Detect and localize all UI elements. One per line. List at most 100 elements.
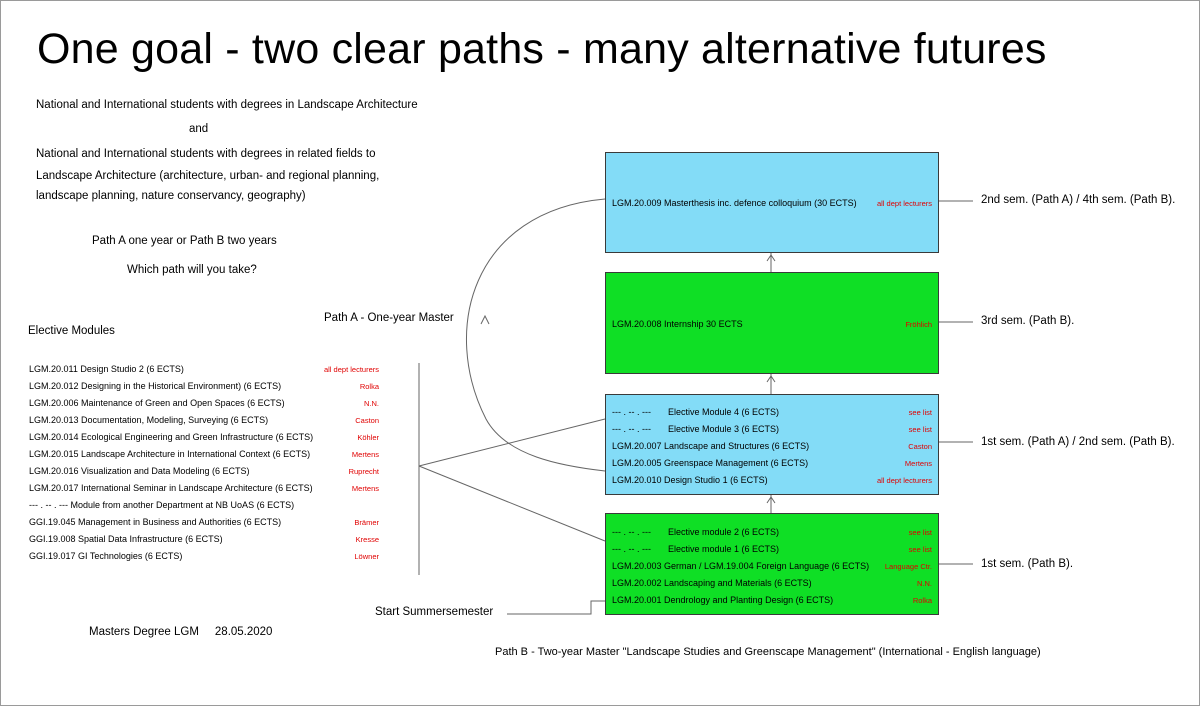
intro-paths: Path A one year or Path B two years xyxy=(92,235,277,247)
elective-lecturer: Mertens xyxy=(351,449,379,459)
sem1b-row: LGM.20.002 Landscaping and Materials (6 … xyxy=(612,575,932,591)
internship-lecturer: Fröhlich xyxy=(905,319,932,329)
sem1a-box: --- . -- . --- Elective Module 4 (6 ECTS)… xyxy=(605,394,939,495)
sem1a-semester: 1st sem. (Path A) / 2nd sem. (Path B). xyxy=(981,436,1175,448)
thesis-lecturer: all dept lecturers xyxy=(876,198,932,208)
internship-semester: 3rd sem. (Path B). xyxy=(981,315,1075,327)
intro-line-3: Landscape Architecture (architecture, ur… xyxy=(36,170,380,182)
elective-code: LGM.20.013 Documentation, Modeling, Surv… xyxy=(29,415,269,425)
internship-box: LGM.20.008 Internship 30 ECTS Fröhlich xyxy=(605,272,939,374)
sem1b-code: LGM.20.001 Dendrology and Planting Desig… xyxy=(612,595,834,605)
sem1a-lecturer: see list xyxy=(908,424,932,434)
sem1b-code: Elective module 1 (6 ECTS) xyxy=(668,544,780,554)
arrowhead-1b-1a xyxy=(766,496,776,504)
elective-item: LGM.20.015 Landscape Architecture in Int… xyxy=(29,446,379,462)
sem1b-row: --- . -- . --- Elective module 1 (6 ECTS)… xyxy=(612,541,932,557)
elective-lecturer: all dept lecturers xyxy=(323,364,379,374)
elective-item: GGI.19.008 Spatial Data Infrastructure (… xyxy=(29,531,379,547)
sem1a-lecturer: Mertens xyxy=(904,458,932,468)
internship-row: LGM.20.008 Internship 30 ECTS Fröhlich xyxy=(612,316,932,332)
sem1b-lecturer: N.N. xyxy=(917,578,932,588)
elective-item: LGM.20.011 Design Studio 2 (6 ECTS) all d… xyxy=(29,361,379,377)
elective-item: LGM.20.006 Maintenance of Green and Open… xyxy=(29,395,379,411)
start-connector xyxy=(507,600,605,615)
path-a-arc xyxy=(466,198,606,472)
thesis-box: LGM.20.009 Masterthesis inc. defence col… xyxy=(605,152,939,253)
sem1a-row: --- . -- . --- Elective Module 3 (6 ECTS)… xyxy=(612,421,932,437)
start-label: Start Summersemester xyxy=(375,606,494,618)
elective-lecturer: Ruprecht xyxy=(348,466,379,476)
sem1b-semester: 1st sem. (Path B). xyxy=(981,558,1074,570)
sem1b-box: --- . -- . --- Elective module 2 (6 ECTS)… xyxy=(605,513,939,615)
elective-item: LGM.20.016 Visualization and Data Modeli… xyxy=(29,463,379,479)
degree-label: Masters Degree LGM 28.05.2020 xyxy=(89,626,273,638)
sem1a-lecturer: all dept lecturers xyxy=(876,475,932,485)
page-title: One goal - two clear paths - many altern… xyxy=(37,25,1047,73)
internship-code: LGM.20.008 Internship 30 ECTS xyxy=(612,319,743,329)
elective-code: LGM.20.014 Ecological Engineering and Gr… xyxy=(29,432,314,442)
elective-code: LGM.20.015 Landscape Architecture in Int… xyxy=(29,449,311,459)
sem1b-row: LGM.20.003 German / LGM.19.004 Foreign L… xyxy=(612,558,932,574)
elective-code: --- . -- . --- Module from another Depar… xyxy=(29,500,295,510)
elective-lecturer: Mertens xyxy=(351,483,379,493)
sem1b-lecturer: see list xyxy=(908,544,932,554)
elective-lecturer: N.N. xyxy=(364,398,379,408)
arrowhead-int-thesis xyxy=(766,254,776,262)
elective-code: LGM.20.011 Design Studio 2 (6 ECTS) xyxy=(29,364,184,374)
sem1b-code: LGM.20.002 Landscaping and Materials (6 … xyxy=(612,578,812,588)
sem1a-code: LGM.20.007 Landscape and Structures (6 E… xyxy=(612,441,810,451)
elective-code: LGM.20.016 Visualization and Data Modeli… xyxy=(29,466,250,476)
sem1b-lecturer: Language Ctr. xyxy=(884,561,932,571)
sem1b-lecturer: Rolka xyxy=(912,595,932,605)
path-b-label: Path B - Two-year Master "Landscape Stud… xyxy=(495,646,1041,658)
sem1a-row: LGM.20.005 Greenspace Management (6 ECTS… xyxy=(612,455,932,471)
sem1b-row: --- . -- . --- Elective module 2 (6 ECTS)… xyxy=(612,524,932,540)
elective-lecturer: Kresse xyxy=(355,534,379,544)
sem1a-row: --- . -- . --- Elective Module 4 (6 ECTS)… xyxy=(612,404,932,420)
elective-item: LGM.20.014 Ecological Engineering and Gr… xyxy=(29,429,379,445)
intro-line-2: National and International students with… xyxy=(36,148,376,160)
sem1a-row: LGM.20.010 Design Studio 1 (6 ECTS) all d… xyxy=(612,472,932,488)
sem1a-code: LGM.20.005 Greenspace Management (6 ECTS… xyxy=(612,458,809,468)
elective-item: LGM.20.017 International Seminar in Land… xyxy=(29,480,379,496)
elective-code: GGI.19.008 Spatial Data Infrastructure (… xyxy=(29,534,223,544)
sem1a-dash: --- . -- . --- xyxy=(612,407,651,417)
sem1a-code: LGM.20.010 Design Studio 1 (6 ECTS) xyxy=(612,475,768,485)
elective-code: LGM.20.006 Maintenance of Green and Open… xyxy=(29,398,285,408)
elective-link-a xyxy=(418,418,606,467)
elective-item: LGM.20.012 Designing in the Historical E… xyxy=(29,378,379,394)
intro-and: and xyxy=(189,123,209,135)
elective-lecturer: Köhler xyxy=(357,432,379,442)
elective-item: GGI.19.045 Management in Business and Au… xyxy=(29,514,379,530)
intro-line-1: National and International students with… xyxy=(36,99,418,111)
thesis-code: LGM.20.009 Masterthesis inc. defence col… xyxy=(612,198,857,208)
sem1b-row: LGM.20.001 Dendrology and Planting Desig… xyxy=(612,592,932,608)
sem1b-code: LGM.20.003 German / LGM.19.004 Foreign L… xyxy=(612,561,870,571)
arrowhead-1a-int xyxy=(766,375,776,383)
sem1a-lecturer: see list xyxy=(908,407,932,417)
elective-code: LGM.20.012 Designing in the Historical E… xyxy=(29,381,282,391)
sem1a-dash: --- . -- . --- xyxy=(612,424,651,434)
sem1b-lecturer: see list xyxy=(908,527,932,537)
intro-question: Which path will you take? xyxy=(127,264,257,276)
sem1a-lecturer: Caston xyxy=(908,441,932,451)
elective-lecturer: Brämer xyxy=(354,517,379,527)
elective-code: GGI.19.017 GI Technologies (6 ECTS) xyxy=(29,551,183,561)
elective-lecturer: Rolka xyxy=(359,381,379,391)
sem1a-row: LGM.20.007 Landscape and Structures (6 E… xyxy=(612,438,932,454)
sem1a-code: Elective Module 4 (6 ECTS) xyxy=(668,407,780,417)
thesis-row: LGM.20.009 Masterthesis inc. defence col… xyxy=(612,195,932,211)
sem1b-dash: --- . -- . --- xyxy=(612,544,651,554)
sem1a-code: Elective Module 3 (6 ECTS) xyxy=(668,424,780,434)
sem1b-dash: --- . -- . --- xyxy=(612,527,651,537)
sem1b-code: Elective module 2 (6 ECTS) xyxy=(668,527,780,537)
elective-lecturer: Löwner xyxy=(354,551,379,561)
elective-code: LGM.20.017 International Seminar in Land… xyxy=(29,483,313,493)
elective-item: LGM.20.013 Documentation, Modeling, Surv… xyxy=(29,412,379,428)
elective-link-b xyxy=(418,465,606,542)
elective-item: GGI.19.017 GI Technologies (6 ECTS) Löwne… xyxy=(29,548,379,564)
elective-item: --- . -- . --- Module from another Depar… xyxy=(29,497,379,513)
thesis-semester: 2nd sem. (Path A) / 4th sem. (Path B). xyxy=(981,194,1176,206)
